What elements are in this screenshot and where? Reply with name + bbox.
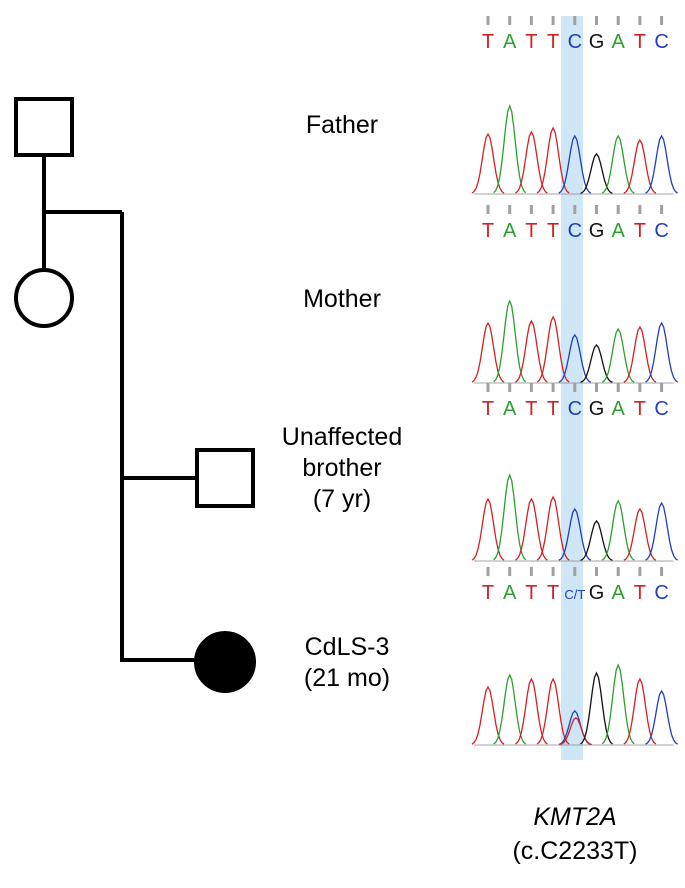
brother-symbol xyxy=(195,448,255,508)
base-call: T xyxy=(634,220,646,242)
trace-peak xyxy=(471,321,505,383)
base-call: T xyxy=(547,582,559,604)
gene-name: KMT2A xyxy=(533,803,617,831)
base-call: T xyxy=(525,220,537,242)
variant-highlight xyxy=(561,16,583,760)
trace-peak xyxy=(558,134,592,194)
trace-peak xyxy=(645,321,678,383)
base-call: A xyxy=(612,398,626,420)
trace-peak xyxy=(601,663,635,745)
trace-peak xyxy=(536,495,570,561)
trace-peak xyxy=(493,473,527,561)
father-label-line: Father xyxy=(305,111,379,139)
base-call: A xyxy=(612,220,626,242)
trace-peak xyxy=(558,333,592,383)
base-call: T xyxy=(547,398,559,420)
mother-label: Mother xyxy=(262,284,422,315)
gene-variant: (c.C2233T) xyxy=(512,837,638,865)
father-symbol xyxy=(14,97,74,157)
base-call: A xyxy=(503,582,517,604)
base-call: T xyxy=(547,31,559,53)
base-call: T xyxy=(547,220,559,242)
base-call: C xyxy=(654,220,668,242)
trace-peak xyxy=(471,497,505,561)
trace-peak xyxy=(536,677,570,745)
base-call: A xyxy=(612,582,626,604)
base-call: C/T xyxy=(564,587,585,602)
base-call: C xyxy=(568,31,582,53)
trace-peak xyxy=(645,501,678,561)
father-label: Father xyxy=(262,110,422,141)
base-call: C xyxy=(654,582,668,604)
base-call: G xyxy=(589,220,605,242)
base-call: T xyxy=(482,220,494,242)
gene-caption: KMT2A (c.C2233T) xyxy=(470,800,680,868)
brother-label-line-2: brother xyxy=(302,454,382,482)
proband-symbol xyxy=(194,631,256,693)
brother-label: Unaffected brother (7 yr) xyxy=(262,422,422,515)
trace-peak xyxy=(645,134,678,194)
trace-peak xyxy=(580,343,613,383)
trace-peak xyxy=(580,519,613,561)
trace-peak xyxy=(623,677,657,745)
proband-label: CdLS-3 (21 mo) xyxy=(272,632,422,694)
base-call: A xyxy=(503,31,517,53)
proband-label-line-1: CdLS-3 xyxy=(304,633,390,661)
base-call: C xyxy=(654,398,668,420)
base-call: T xyxy=(525,31,537,53)
base-call: A xyxy=(612,31,626,53)
trace-peak xyxy=(536,315,570,383)
base-call: G xyxy=(589,582,605,604)
base-call: T xyxy=(634,31,646,53)
base-call: C xyxy=(568,398,582,420)
base-call: T xyxy=(525,398,537,420)
base-call: T xyxy=(634,582,646,604)
base-call: A xyxy=(503,398,517,420)
trace-peak xyxy=(559,716,593,746)
base-call: T xyxy=(482,582,494,604)
mother-symbol xyxy=(14,268,74,328)
trace-peak xyxy=(601,499,635,561)
base-call: T xyxy=(482,31,494,53)
base-call: T xyxy=(634,398,646,420)
base-call: C xyxy=(654,31,668,53)
brother-label-line-3: (7 yr) xyxy=(312,485,372,513)
trace-peak xyxy=(493,104,527,194)
base-call: T xyxy=(525,582,537,604)
trace-peak xyxy=(536,126,570,194)
brother-label-line-1: Unaffected xyxy=(281,423,403,451)
base-call: A xyxy=(503,220,517,242)
base-call: G xyxy=(589,398,605,420)
proband-label-line-2: (21 mo) xyxy=(303,664,391,692)
mother-label-line: Mother xyxy=(303,285,381,313)
trace-peak xyxy=(493,299,527,383)
trace-peak xyxy=(558,507,592,561)
pedigree-chart xyxy=(14,97,256,693)
base-call: C xyxy=(568,220,582,242)
trace-peak xyxy=(580,152,613,194)
base-call: G xyxy=(589,31,605,53)
base-call: T xyxy=(482,398,494,420)
trace-peak xyxy=(645,689,678,745)
trace-peak xyxy=(471,132,505,194)
